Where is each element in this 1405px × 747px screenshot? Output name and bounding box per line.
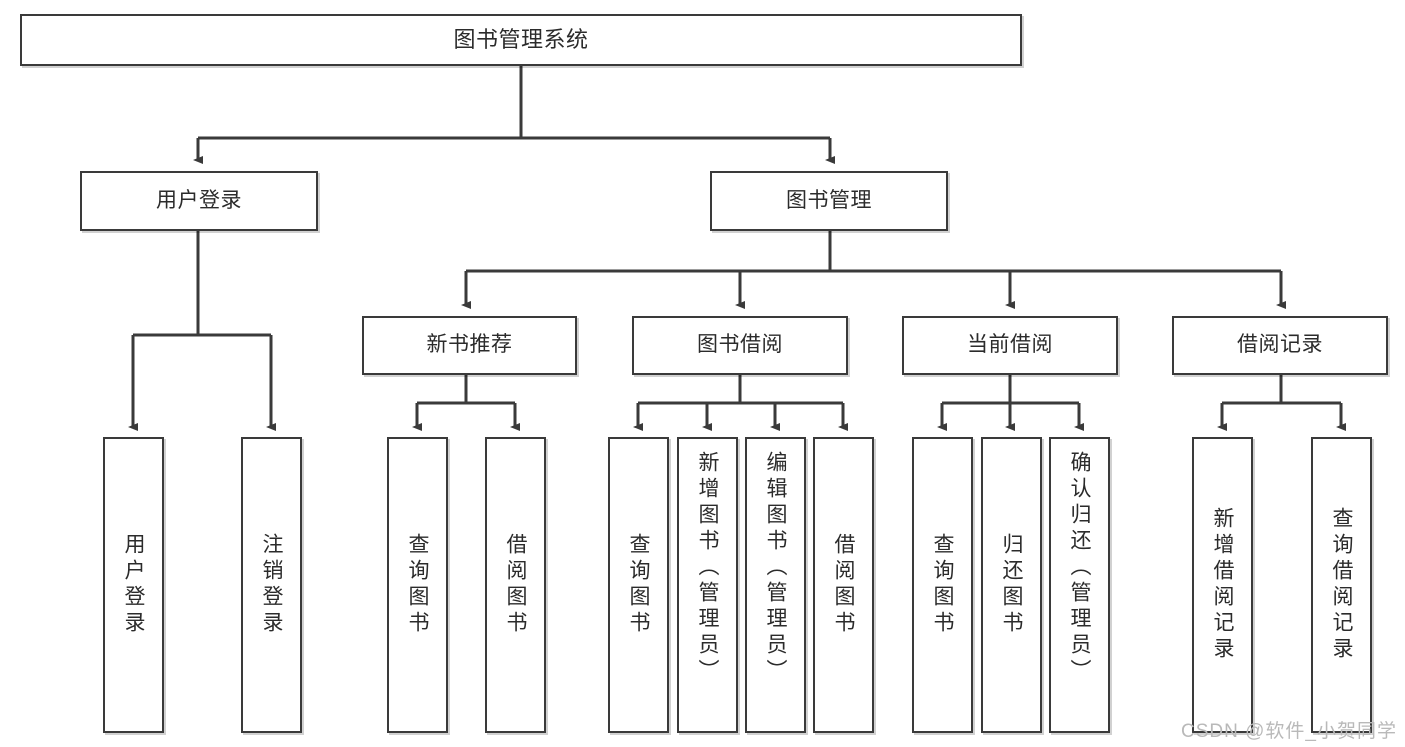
node-book-borrow-label: 图书借阅 [697, 333, 783, 357]
node-current-borrow-label: 当前借阅 [967, 333, 1053, 357]
node-book-management[interactable]: 图书管理 [710, 171, 948, 231]
node-user-login[interactable]: 用户登录 [80, 171, 318, 231]
node-leaf-confirm-return-admin[interactable]: 确认归还（管理员） [1049, 437, 1110, 733]
node-leaf-query-borrow-record-label: 查询借阅记录 [1330, 507, 1353, 663]
node-leaf-add-book-admin[interactable]: 新增图书（管理员） [677, 437, 738, 733]
node-leaf-edit-book-admin-label: 编辑图书（管理员） [764, 451, 787, 685]
node-borrow-record-label: 借阅记录 [1237, 333, 1323, 357]
node-leaf-return-book-label: 归还图书 [1000, 533, 1023, 637]
node-current-borrow[interactable]: 当前借阅 [902, 316, 1118, 375]
node-leaf-return-book[interactable]: 归还图书 [981, 437, 1042, 733]
node-leaf-newbook-borrow-book-label: 借阅图书 [504, 533, 527, 637]
node-user-login-label: 用户登录 [156, 188, 242, 212]
node-leaf-user-login-label: 用户登录 [122, 533, 145, 637]
node-leaf-newbook-query-book-label: 查询图书 [406, 533, 429, 637]
node-leaf-current-query-book-label: 查询图书 [931, 533, 954, 637]
node-leaf-newbook-borrow-book[interactable]: 借阅图书 [485, 437, 546, 733]
node-leaf-borrow-query-book[interactable]: 查询图书 [608, 437, 669, 733]
node-leaf-add-book-admin-label: 新增图书（管理员） [696, 451, 719, 685]
node-leaf-newbook-query-book[interactable]: 查询图书 [387, 437, 448, 733]
node-leaf-borrow-query-book-label: 查询图书 [627, 533, 650, 637]
node-leaf-user-login[interactable]: 用户登录 [103, 437, 164, 733]
node-borrow-record[interactable]: 借阅记录 [1172, 316, 1388, 375]
node-leaf-confirm-return-admin-label: 确认归还（管理员） [1068, 451, 1091, 685]
node-leaf-edit-book-admin[interactable]: 编辑图书（管理员） [745, 437, 806, 733]
node-root-label: 图书管理系统 [453, 27, 589, 53]
node-leaf-borrow-borrow-book[interactable]: 借阅图书 [813, 437, 874, 733]
node-root-book-management-system[interactable]: 图书管理系统 [20, 14, 1022, 66]
node-leaf-borrow-borrow-book-label: 借阅图书 [832, 533, 855, 637]
node-book-borrow[interactable]: 图书借阅 [632, 316, 848, 375]
node-leaf-query-borrow-record[interactable]: 查询借阅记录 [1311, 437, 1372, 733]
node-new-book-recommend-label: 新书推荐 [426, 333, 513, 357]
node-book-management-label: 图书管理 [786, 188, 872, 212]
node-leaf-logout-label: 注销登录 [260, 533, 283, 637]
node-leaf-add-borrow-record-label: 新增借阅记录 [1211, 507, 1234, 663]
node-leaf-logout[interactable]: 注销登录 [241, 437, 302, 733]
node-leaf-add-borrow-record[interactable]: 新增借阅记录 [1192, 437, 1253, 733]
node-new-book-recommend[interactable]: 新书推荐 [362, 316, 577, 375]
node-leaf-current-query-book[interactable]: 查询图书 [912, 437, 973, 733]
